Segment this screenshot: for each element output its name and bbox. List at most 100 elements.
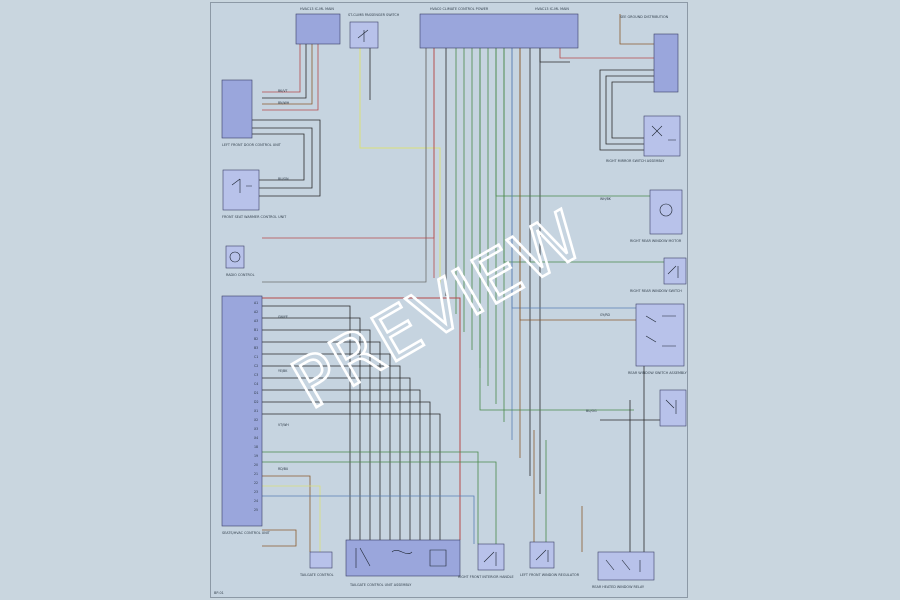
pin-label: C4 <box>254 382 258 386</box>
top-connector-1 <box>295 13 341 45</box>
top-switch-symbol <box>357 29 369 42</box>
label-bottom-right: REAR HEATED WINDOW RELAY <box>592 585 645 589</box>
right-top-connector <box>653 33 679 93</box>
wire-left-loop-1 <box>252 119 321 197</box>
wire-top-red-1 <box>262 44 301 93</box>
wire-left-loop-2 <box>252 127 313 189</box>
label-top2: ST-CLIMB PASSENGER SWITCH <box>348 13 400 17</box>
bottom-box-symbols <box>355 547 447 568</box>
pin-label: A3 <box>254 319 258 323</box>
pin-label: A1 <box>254 301 258 305</box>
wire-top-right <box>539 48 570 63</box>
right-switch-2-symbol <box>667 265 679 278</box>
wire-label-1: BK/VT <box>278 89 288 93</box>
pin-label: B3 <box>254 346 258 350</box>
wire-right-loop-1 <box>599 69 654 151</box>
wire-main-green-1 <box>262 451 479 544</box>
wire-label-5: YE/BK <box>278 369 288 373</box>
label-bottom-box: TAILGATE CONTROL UNIT ASSEMBLY <box>349 583 412 587</box>
label-bottom-mid2: LEFT FRONT WINDOW REGULATOR <box>520 573 580 577</box>
wire-main-loop <box>262 529 297 547</box>
wire-main-2 <box>262 329 371 540</box>
pin-label: B1 <box>254 328 258 332</box>
wire-main-green-2 <box>262 461 497 544</box>
pin-label: C3 <box>254 373 258 377</box>
pin-label: X1 <box>254 409 258 413</box>
label-right-motor: RIGHT REAR WINDOW MOTOR <box>630 239 682 243</box>
sensor-icon <box>229 251 241 263</box>
wire-label-3: BU/GN <box>278 177 289 181</box>
right-motor-box <box>649 189 683 235</box>
bottom-mid-1-symbol <box>483 551 497 566</box>
wire-main-6 <box>262 377 411 540</box>
rear-switch-assembly <box>635 303 685 367</box>
wire-label-10: BU/OG <box>586 409 597 413</box>
wire-main-9 <box>262 413 441 540</box>
wire-green-motor <box>495 48 650 197</box>
pin-label: A2 <box>254 310 258 314</box>
right-lower-symbol <box>665 399 677 414</box>
pin-label: 24 <box>254 499 258 503</box>
wire-main-blue <box>262 495 475 544</box>
right-switch-2-box <box>663 257 687 285</box>
pin-label: X2 <box>254 418 258 422</box>
sensor-box <box>225 245 245 269</box>
wire-red-right <box>559 48 654 59</box>
wire-main-1 <box>262 317 361 540</box>
wire-main-yellow <box>262 485 321 552</box>
wire-main-4 <box>262 353 391 540</box>
label-main-ctrl: SEATS/HVAC CONTROL UNIT <box>222 531 271 535</box>
right-lower-box <box>659 389 687 427</box>
wire-main-red <box>262 297 461 540</box>
pin-label: 19 <box>254 454 258 458</box>
label-left-ctrl: LEFT FRONT DOOR CONTROL UNIT <box>222 143 282 147</box>
wire-label-8: WH/BK <box>600 197 612 201</box>
pin-label: 21 <box>254 472 258 476</box>
top-connector-3 <box>419 13 579 49</box>
wire-green-rear <box>479 48 634 411</box>
seat-module-box <box>222 169 260 211</box>
sheet-footer: BP-01 <box>214 591 224 595</box>
pin-label: X3 <box>254 427 258 431</box>
seat-module-switch <box>231 178 252 193</box>
pin-label: 23 <box>254 490 258 494</box>
wire-brown-right <box>619 14 654 45</box>
wire-main-7 <box>262 389 421 540</box>
wire-label-2: BN/WH <box>278 101 290 105</box>
wire-top-brown-1 <box>262 44 313 105</box>
wire-top-black-1 <box>262 44 307 99</box>
rear-switch-symbols <box>645 315 676 347</box>
wire-label-6: VT/WH <box>278 423 289 427</box>
wire-gray-to-sensor <box>262 48 427 283</box>
label-bottom-mid1: RIGHT FRONT INTERIOR HANDLE <box>458 575 514 579</box>
bottom-left-box <box>309 551 333 569</box>
pin-label: C1 <box>254 355 258 359</box>
wire-label-4: GN/YE <box>278 315 288 319</box>
wire-brown-rear <box>519 48 636 321</box>
wire-main-5 <box>262 365 401 540</box>
label-bottom-left: TAILGATE CONTROL <box>299 573 334 577</box>
wire-main-8 <box>262 401 431 540</box>
bottom-right-symbol <box>605 559 641 572</box>
right-mirror-symbol <box>651 125 676 141</box>
pin-label-group: A1A2A3B1B2B3C1C2C3C4D1D2X1X2X3X418192021… <box>254 301 258 512</box>
wire-group <box>252 14 664 552</box>
pin-label: D2 <box>254 400 258 404</box>
pin-label: 22 <box>254 481 258 485</box>
wire-main-brown <box>262 475 311 552</box>
bottom-right-box <box>597 551 655 581</box>
label-seat-mod: FRONT SEAT WARMER CONTROL UNIT <box>222 215 287 219</box>
label-rear-switch: REAR WINDOW SWITCH ASSEMBLY <box>628 371 688 375</box>
wire-red-to-seat <box>262 48 435 239</box>
wire-label-9: GY/RD <box>600 313 611 317</box>
label-top4: HVAC13 IC-ML MAIN <box>535 7 569 11</box>
pin-label: X4 <box>254 436 258 440</box>
wire-yellow-long <box>359 48 441 292</box>
label-sensor1: RADIO CONTROL <box>226 273 255 277</box>
bottom-mid-2 <box>529 541 555 569</box>
wire-main-0 <box>262 305 351 540</box>
pin-label: C2 <box>254 364 258 368</box>
label-top1: HVAC13 IC-ML MAIN <box>300 7 334 11</box>
